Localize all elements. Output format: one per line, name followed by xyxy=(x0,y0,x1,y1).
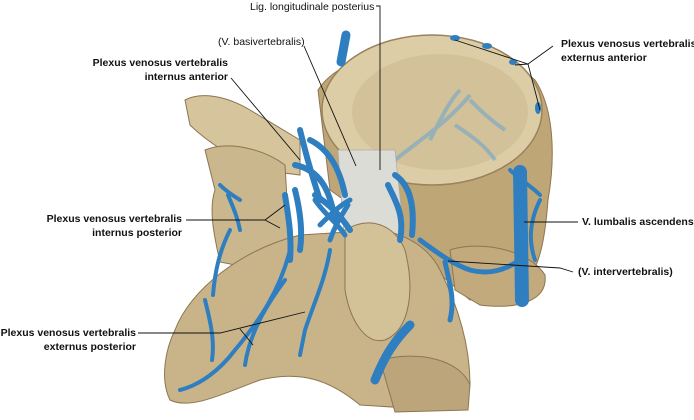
ascending-lumbar-vein xyxy=(513,165,529,307)
articular-process-central xyxy=(344,222,411,342)
label-internus-posterior: Plexus venosus vertebralis internus post… xyxy=(47,212,182,240)
top-vein-stub xyxy=(336,30,351,67)
external-anterior-plexus xyxy=(508,168,542,262)
label-lig-longitudinale: Lig. longitudinale posterius xyxy=(250,1,375,13)
label-line: internus anterior xyxy=(144,71,228,83)
label-v-intervertebralis: (V. intervertebralis) xyxy=(578,266,673,278)
lower-spinous-process xyxy=(379,355,471,413)
veins xyxy=(178,30,542,392)
basivertebral-vein-branches xyxy=(393,88,507,162)
label-line: externus posterior xyxy=(43,341,136,353)
label-line: Plexus venosus vertebralis xyxy=(46,213,182,225)
label-line: externus anterior xyxy=(561,52,647,64)
label-externus-anterior: Plexus venosus vertebralis externus ante… xyxy=(561,37,694,65)
label-v-basivertebralis: (V. basivertebralis) xyxy=(218,36,305,48)
label-line: Plexus venosus vertebralis xyxy=(561,38,694,50)
label-line: Plexus venosus vertebralis xyxy=(0,327,136,339)
leader-internus-posterior xyxy=(186,204,286,229)
label-v-lumbalis: V. lumbalis ascendens xyxy=(582,216,694,228)
external-posterior-plexus xyxy=(178,228,332,392)
leader-externus-anterior xyxy=(454,39,554,111)
left-side-branches xyxy=(218,183,242,232)
intervertebral-vein xyxy=(417,237,523,323)
leader-lig-longitudinale xyxy=(376,5,381,170)
leader-internus-anterior xyxy=(230,77,301,161)
label-internus-anterior: Plexus venosus vertebralis internus ante… xyxy=(93,56,228,84)
label-line: internus posterior xyxy=(92,227,182,239)
lower-vein-branch xyxy=(370,320,415,385)
leader-externus-posterior xyxy=(138,311,306,346)
internal-venous-mesh xyxy=(312,197,353,243)
leader-lines xyxy=(138,5,578,346)
external-anterior-plexus-nodes xyxy=(450,35,541,114)
leader-basivertebralis xyxy=(303,45,357,167)
label-externus-posterior: Plexus venosus vertebralis externus post… xyxy=(1,326,136,354)
label-line: Plexus venosus vertebralis xyxy=(92,57,228,69)
leader-intervertebralis xyxy=(447,260,574,273)
